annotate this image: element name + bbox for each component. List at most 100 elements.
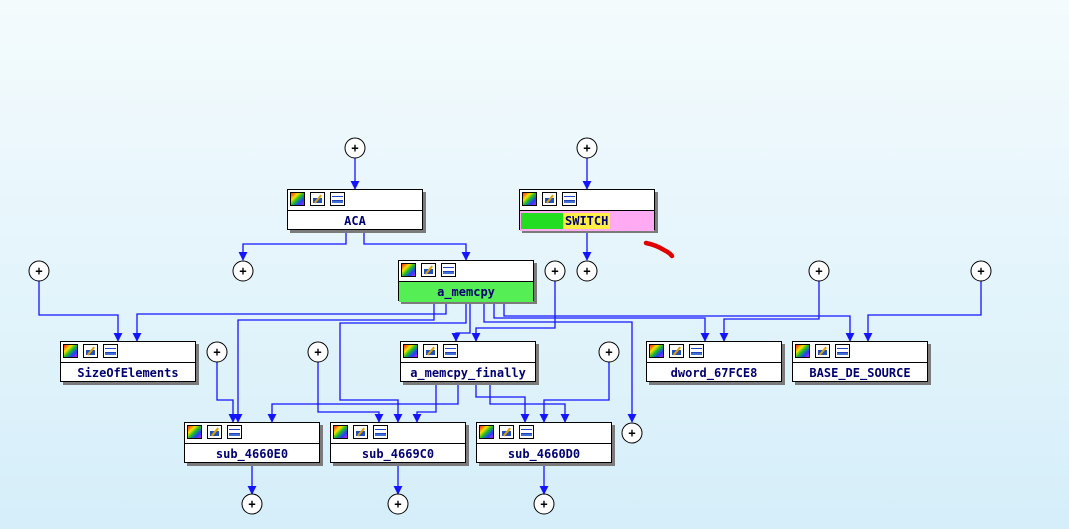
expand-button[interactable]: + bbox=[970, 260, 992, 282]
node-switch[interactable]: SWITCH bbox=[519, 189, 655, 231]
node-a-memcpy-finally[interactable]: a_memcpy_finally bbox=[400, 341, 536, 382]
expand-button[interactable]: + bbox=[206, 341, 228, 363]
node-header bbox=[399, 261, 533, 282]
expand-button[interactable]: + bbox=[307, 341, 329, 363]
color-palette-icon[interactable] bbox=[187, 425, 202, 439]
color-palette-icon[interactable] bbox=[63, 344, 78, 358]
node-header bbox=[185, 423, 319, 444]
expand-button[interactable]: + bbox=[387, 493, 409, 515]
rename-icon[interactable] bbox=[423, 344, 438, 358]
graph-icon[interactable] bbox=[103, 344, 118, 358]
graph-icon[interactable] bbox=[443, 344, 458, 358]
node-header bbox=[401, 342, 535, 363]
node-header bbox=[647, 342, 781, 363]
expand-button-label: + bbox=[394, 497, 401, 511]
edge bbox=[539, 362, 610, 423]
edge bbox=[503, 301, 855, 342]
edge bbox=[132, 301, 447, 342]
expand-button[interactable]: + bbox=[808, 260, 830, 282]
graph-icon[interactable] bbox=[227, 425, 242, 439]
node-label: a_memcpy_finally bbox=[410, 366, 526, 380]
rename-icon[interactable] bbox=[353, 425, 368, 439]
node-label-row: SWITCH bbox=[520, 211, 654, 231]
node-label: dword_67FCE8 bbox=[670, 366, 758, 380]
expand-button-label: + bbox=[628, 426, 635, 440]
node-sub-4669c0[interactable]: sub_4669C0 bbox=[330, 422, 466, 463]
rename-icon[interactable] bbox=[669, 344, 684, 358]
graph-icon[interactable] bbox=[689, 344, 704, 358]
red-annotation-stroke bbox=[643, 240, 675, 259]
graph-icon[interactable] bbox=[441, 263, 456, 277]
rename-icon[interactable] bbox=[83, 344, 98, 358]
graph-icon[interactable] bbox=[562, 192, 577, 206]
color-palette-icon[interactable] bbox=[479, 425, 494, 439]
graph-icon[interactable] bbox=[373, 425, 388, 439]
node-sizeofelements[interactable]: SizeOfElements bbox=[60, 341, 196, 382]
edge bbox=[471, 281, 556, 342]
expand-button[interactable]: + bbox=[232, 260, 254, 282]
rename-icon[interactable] bbox=[310, 192, 325, 206]
node-sub-4660d0[interactable]: sub_4660D0 bbox=[476, 422, 612, 463]
color-palette-icon[interactable] bbox=[401, 263, 416, 277]
edge bbox=[363, 229, 471, 261]
edge bbox=[493, 301, 710, 342]
expand-button-label: + bbox=[314, 345, 321, 359]
expand-button-label: + bbox=[35, 264, 42, 278]
expand-button[interactable]: + bbox=[621, 422, 643, 444]
rename-icon[interactable] bbox=[542, 192, 557, 206]
node-a-memcpy[interactable]: a_memcpy bbox=[398, 260, 534, 302]
expand-button-label: + bbox=[540, 497, 547, 511]
expand-button[interactable]: + bbox=[241, 493, 263, 515]
expand-button[interactable]: + bbox=[576, 260, 598, 282]
rename-icon[interactable] bbox=[207, 425, 222, 439]
edge bbox=[412, 381, 437, 423]
node-label: ACA bbox=[344, 214, 366, 228]
expand-button-label: + bbox=[239, 264, 246, 278]
node-label: SWITCH bbox=[563, 213, 611, 229]
color-palette-icon[interactable] bbox=[522, 192, 537, 206]
rename-icon[interactable] bbox=[815, 344, 830, 358]
node-header bbox=[520, 190, 654, 211]
node-label: SizeOfElements bbox=[77, 366, 179, 380]
edge bbox=[475, 381, 530, 423]
expand-button-label: + bbox=[351, 141, 358, 155]
color-palette-icon[interactable] bbox=[333, 425, 348, 439]
expand-button-label: + bbox=[605, 345, 612, 359]
expand-button[interactable]: + bbox=[533, 493, 555, 515]
edge bbox=[451, 301, 471, 342]
edge bbox=[216, 362, 238, 423]
edge bbox=[483, 301, 637, 423]
expand-button-label: + bbox=[977, 264, 984, 278]
edge bbox=[38, 281, 123, 342]
color-palette-icon[interactable] bbox=[649, 344, 664, 358]
expand-button-label: + bbox=[815, 264, 822, 278]
graph-icon[interactable] bbox=[330, 192, 345, 206]
expand-button-label: + bbox=[583, 264, 590, 278]
expand-button-label: + bbox=[583, 141, 590, 155]
node-label: a_memcpy bbox=[399, 282, 533, 302]
node-base-de-source[interactable]: BASE_DE_SOURCE bbox=[792, 341, 928, 382]
color-palette-icon[interactable] bbox=[290, 192, 305, 206]
edge bbox=[863, 281, 982, 342]
color-palette-icon[interactable] bbox=[795, 344, 810, 358]
expand-button[interactable]: + bbox=[544, 260, 566, 282]
edge bbox=[489, 381, 570, 423]
node-aca[interactable]: ACA bbox=[287, 189, 423, 230]
node-sub-4660e0[interactable]: sub_4660E0 bbox=[184, 422, 320, 463]
expand-button[interactable]: + bbox=[598, 341, 620, 363]
color-palette-icon[interactable] bbox=[403, 344, 418, 358]
rename-icon[interactable] bbox=[421, 263, 436, 277]
node-dword-67fce8[interactable]: dword_67FCE8 bbox=[646, 341, 782, 382]
node-label: sub_4660E0 bbox=[215, 447, 289, 461]
expand-button-label: + bbox=[551, 264, 558, 278]
expand-button[interactable]: + bbox=[344, 137, 366, 159]
graph-icon[interactable] bbox=[519, 425, 534, 439]
collapsed-nodes: + + + + + + + + + + + + + + + bbox=[28, 137, 992, 515]
rename-icon[interactable] bbox=[499, 425, 514, 439]
highlight-bar bbox=[521, 213, 563, 229]
graph-icon[interactable] bbox=[835, 344, 850, 358]
expand-button[interactable]: + bbox=[28, 260, 50, 282]
expand-button[interactable]: + bbox=[576, 137, 598, 159]
node-header bbox=[331, 423, 465, 444]
